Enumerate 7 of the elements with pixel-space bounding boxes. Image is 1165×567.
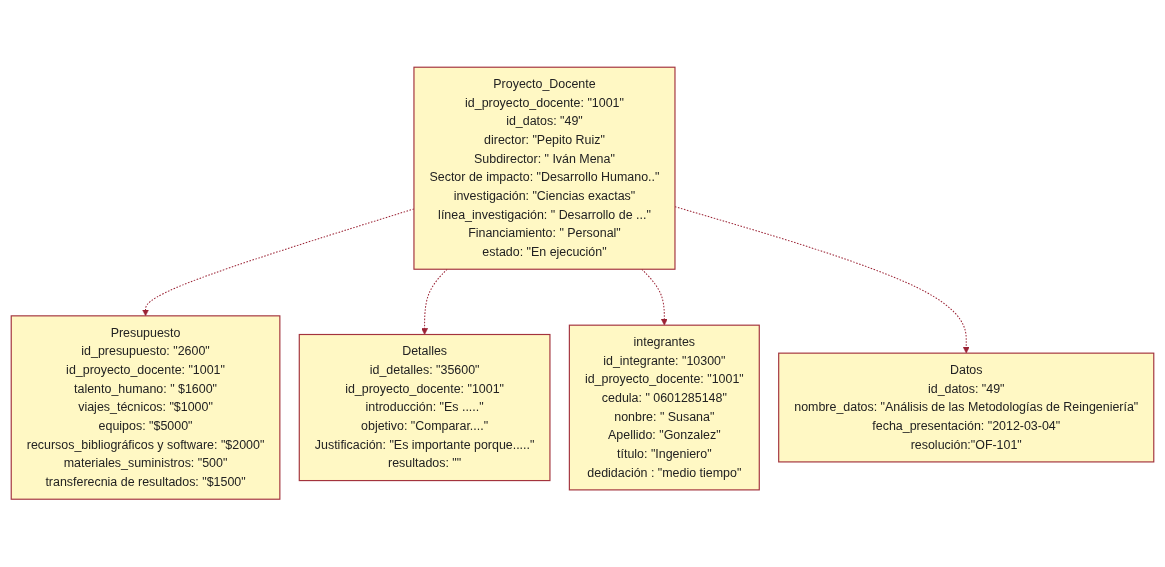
arrow [421, 269, 448, 336]
arrow [641, 269, 668, 326]
node-box: integrantes id_integrante: "10300" id_proyecto_docente: "1001" cedula: " 0601285148" nonbre: " Susana" Apellido: "Gonzalez" título: "Ingeniero" dedidación : "medio tiempo" [568, 324, 760, 491]
node-box: Proyecto_Docente id_proyecto_docente: "1001" id_datos: "49" director: "Pepito Ruiz" Subdirector: " Iván Mena" Sector de impacto: "Desarrollo Humano.." investigación: "Ciencias exactas" línea_investigación: " Desarrollo de ..." Financiamiento: " Personal" estado: "En ejecución" [413, 66, 676, 271]
node-box: Presupuesto id_presupuesto: "2600" id_proyecto_docente: "1001" talento_humano: " $1600" viajes_técnicos: "$1000" equipos: "$5000" recursos_bibliográficos y software: "$2000" materiales_suministros: "500" transferecnia de resultados: "$1500" [10, 315, 281, 501]
node-box: Detalles id_detalles: "35600" id_proyecto_docente: "1001" introducción: "Es ....." objetivo: "Comparar...." Justificación: "Es importante porque....." resultados: "" [298, 334, 551, 482]
node-box: Datos id_datos: "49" nombre_datos: "Análisis de las Metodologías de Reingeniería" fecha_presentación: "2012-03-04" resolución:"OF-101" [778, 352, 1155, 463]
